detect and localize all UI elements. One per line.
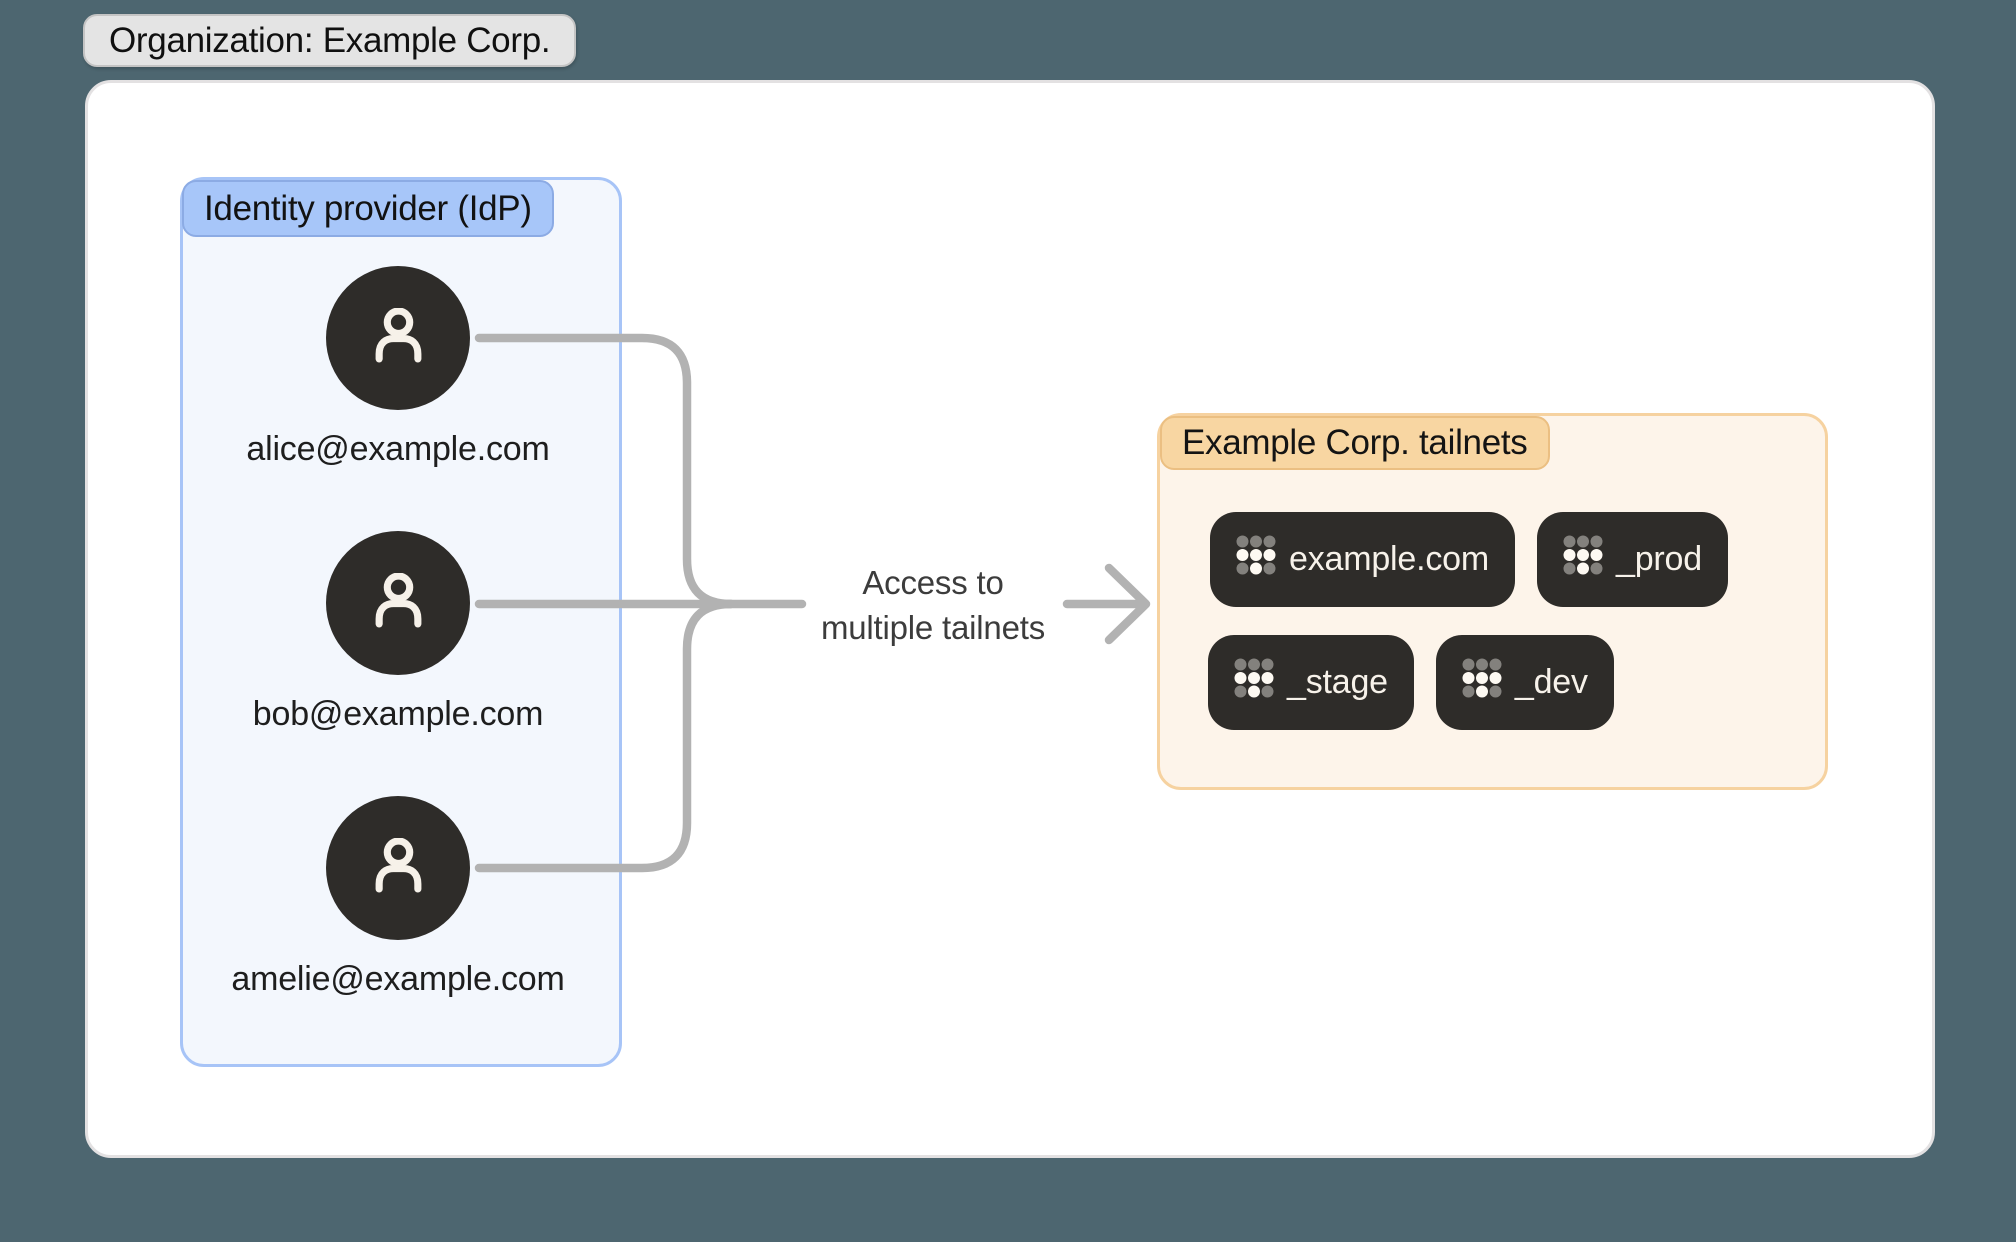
user-avatar-alice — [326, 266, 470, 410]
tailnet-badge-stage: _stage — [1208, 635, 1414, 730]
tailnet-name: _prod — [1616, 540, 1702, 578]
tailnet-name: _dev — [1514, 663, 1588, 701]
tailscale-logo-icon — [1563, 535, 1603, 584]
person-icon — [374, 307, 423, 368]
organization-badge: Organization: Example Corp. — [83, 14, 577, 67]
person-icon — [374, 837, 423, 898]
idp-panel-title: Identity provider (IdP) — [182, 180, 554, 237]
tailnet-name: example.com — [1289, 540, 1489, 578]
user-email: alice@example.com — [246, 430, 550, 468]
access-label-line1: Access to — [862, 564, 1004, 601]
access-label: Access to multiple tailnets — [773, 560, 1093, 650]
tailscale-logo-icon — [1234, 658, 1274, 707]
tailscale-logo-icon — [1462, 658, 1502, 707]
tailnet-badges-row-1: example.com _prod — [1210, 512, 1728, 607]
user-email: amelie@example.com — [231, 960, 565, 998]
tailnet-badge-dev: _dev — [1435, 635, 1614, 730]
tailnet-badge-prod: _prod — [1537, 512, 1728, 607]
person-icon — [374, 572, 423, 633]
access-label-line2: multiple tailnets — [820, 609, 1046, 646]
user-email: bob@example.com — [252, 695, 544, 733]
user-avatar-amelie — [326, 796, 470, 940]
tailnet-name: _stage — [1287, 663, 1388, 701]
tailnets-panel-title: Example Corp. tailnets — [1160, 416, 1550, 470]
tailscale-logo-icon — [1236, 535, 1276, 584]
tailnet-badge-example-com: example.com — [1210, 512, 1515, 607]
tailnet-badges-row-2: _stage _dev — [1208, 635, 1614, 730]
user-avatar-bob — [326, 531, 470, 675]
